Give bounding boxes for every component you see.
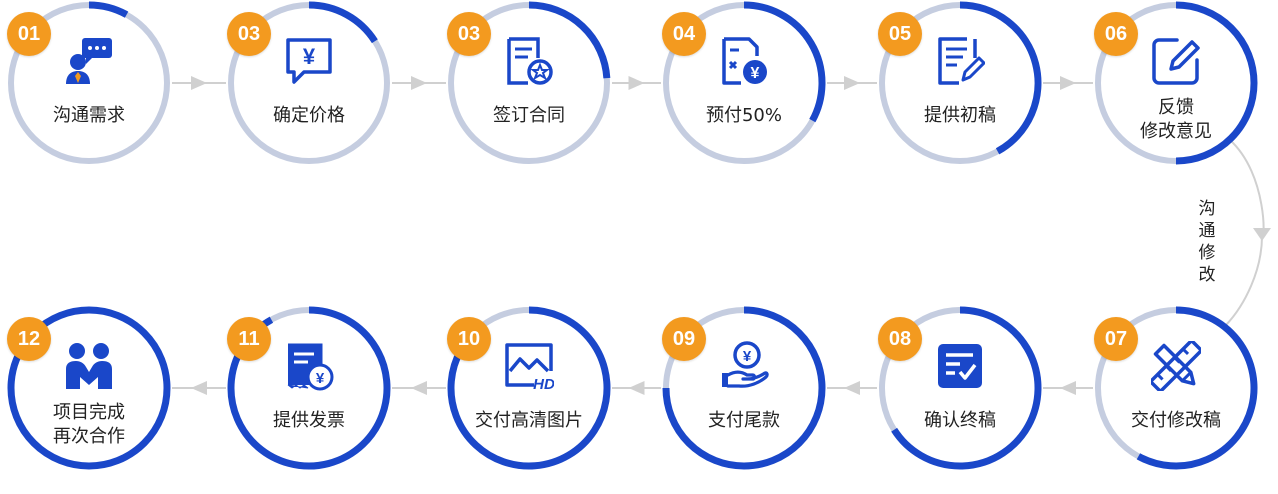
step-07: 交付修改稿 07 xyxy=(1093,305,1259,471)
connector-arrowhead xyxy=(191,76,207,90)
connector-arrowhead xyxy=(411,76,427,90)
connector-arrowhead xyxy=(628,381,645,395)
contract-seal-icon xyxy=(507,37,553,85)
loop-arrowhead xyxy=(1253,228,1271,241)
step-number-badge: 06 xyxy=(1094,12,1138,56)
step-label: 提供初稿 xyxy=(924,105,996,126)
step-11: ¥ 提供发票 11 xyxy=(226,305,392,471)
yen-glyph: ¥ xyxy=(303,44,316,69)
step-03: 签订合同 03 xyxy=(446,0,612,166)
yen-glyph: ¥ xyxy=(751,65,760,82)
yen-glyph: ¥ xyxy=(316,370,325,387)
ring-progress-arc xyxy=(447,306,611,470)
progress-ring xyxy=(662,306,826,470)
step-number-badge: 09 xyxy=(662,317,706,361)
step-number-badge: 10 xyxy=(447,317,491,361)
step-label: 沟通需求 xyxy=(53,105,125,126)
connector-arrowhead xyxy=(191,381,207,395)
step-04: ¥ 预付50% 04 xyxy=(661,0,827,166)
step-label-line-2: 修改意见 xyxy=(1140,121,1212,142)
progress-ring xyxy=(448,1,611,164)
progress-ring xyxy=(227,306,391,470)
ring-progress-arc xyxy=(1175,1,1258,165)
side-label-char: 改 xyxy=(1198,265,1216,285)
ring-progress-arc xyxy=(891,306,1042,470)
progress-ring xyxy=(879,1,1042,164)
step-06: 反馈 修改意见 06 xyxy=(1093,0,1259,166)
ring-progress-arc xyxy=(743,1,826,123)
ring-progress-arc xyxy=(227,306,391,470)
ring-progress-arc xyxy=(662,306,826,470)
price-tag-chat-icon: ¥ xyxy=(286,38,332,84)
step-label: 交付修改稿 xyxy=(1131,410,1221,431)
step-02: ¥ 确定价格 03 xyxy=(226,0,392,166)
step-08: 确认终稿 08 xyxy=(877,305,1043,471)
step-number-badge: 04 xyxy=(662,12,706,56)
step-01: 沟通需求 01 xyxy=(6,0,172,166)
ring-progress-arc xyxy=(308,1,378,44)
draft-edit-icon xyxy=(938,37,985,85)
connector-arrowhead xyxy=(1060,381,1076,395)
step-12: 项目完成 再次合作 12 xyxy=(6,305,172,471)
step-number-badge: 05 xyxy=(878,12,922,56)
final-check-icon xyxy=(938,344,982,388)
side-label-char: 修 xyxy=(1198,243,1216,263)
invoice-yen-icon: ¥ xyxy=(722,37,767,85)
step-label: 预付50% xyxy=(705,105,782,126)
step-number-badge: 03 xyxy=(447,12,491,56)
step-label-line-1: 项目完成 xyxy=(53,402,125,423)
step-label: 签订合同 xyxy=(493,105,565,126)
step-09: ¥ 支付尾款 09 xyxy=(661,305,827,471)
step-10: HD 交付高清图片 10 xyxy=(446,305,612,471)
connector-arrowhead xyxy=(844,76,860,90)
step-number-badge: 01 xyxy=(7,12,51,56)
connector-arrowhead xyxy=(628,76,645,90)
ring-progress-arc xyxy=(959,1,1042,155)
yen-glyph: ¥ xyxy=(743,348,752,365)
progress-ring xyxy=(7,306,171,470)
step-number-badge: 03 xyxy=(227,12,271,56)
progress-ring xyxy=(447,306,611,470)
step-label: 确认终稿 xyxy=(924,410,996,431)
step-label: 提供发票 xyxy=(273,410,345,431)
partners-icon xyxy=(66,343,112,389)
progress-ring xyxy=(663,1,826,164)
step-label: 确定价格 xyxy=(273,105,345,126)
side-label-char: 通 xyxy=(1198,221,1216,241)
feedback-pen-icon xyxy=(1152,38,1200,85)
ring-progress-arc xyxy=(528,1,611,79)
step-number-badge: 07 xyxy=(1094,317,1138,361)
connector-arrowhead xyxy=(411,381,427,395)
progress-ring xyxy=(1095,306,1258,470)
ruler-pencil-icon xyxy=(1151,341,1201,391)
connector-arrowhead xyxy=(1060,76,1076,90)
progress-ring xyxy=(228,1,390,164)
ring-progress-arc xyxy=(7,306,171,470)
side-label-char: 沟 xyxy=(1198,199,1216,219)
hd-image-icon: HD xyxy=(505,343,554,391)
ring-progress-arc xyxy=(88,1,129,18)
hand-coin-icon: ¥ xyxy=(722,341,769,388)
step-number-badge: 11 xyxy=(227,317,271,361)
step-05: 提供初稿 05 xyxy=(877,0,1043,166)
step-number-badge: 12 xyxy=(7,317,51,361)
step-label-line-2: 再次合作 xyxy=(53,426,125,447)
invoice-receipt-icon: ¥ xyxy=(287,343,334,391)
step-label: 支付尾款 xyxy=(708,410,780,431)
step-label: 交付高清图片 xyxy=(475,410,583,431)
step-label-line-1: 反馈 xyxy=(1158,97,1194,118)
connector-arrowhead xyxy=(844,381,860,395)
step-number-badge: 08 xyxy=(878,317,922,361)
hd-text: HD xyxy=(533,376,554,391)
consultant-chat-icon xyxy=(66,38,112,84)
ring-progress-arc xyxy=(1136,306,1258,470)
